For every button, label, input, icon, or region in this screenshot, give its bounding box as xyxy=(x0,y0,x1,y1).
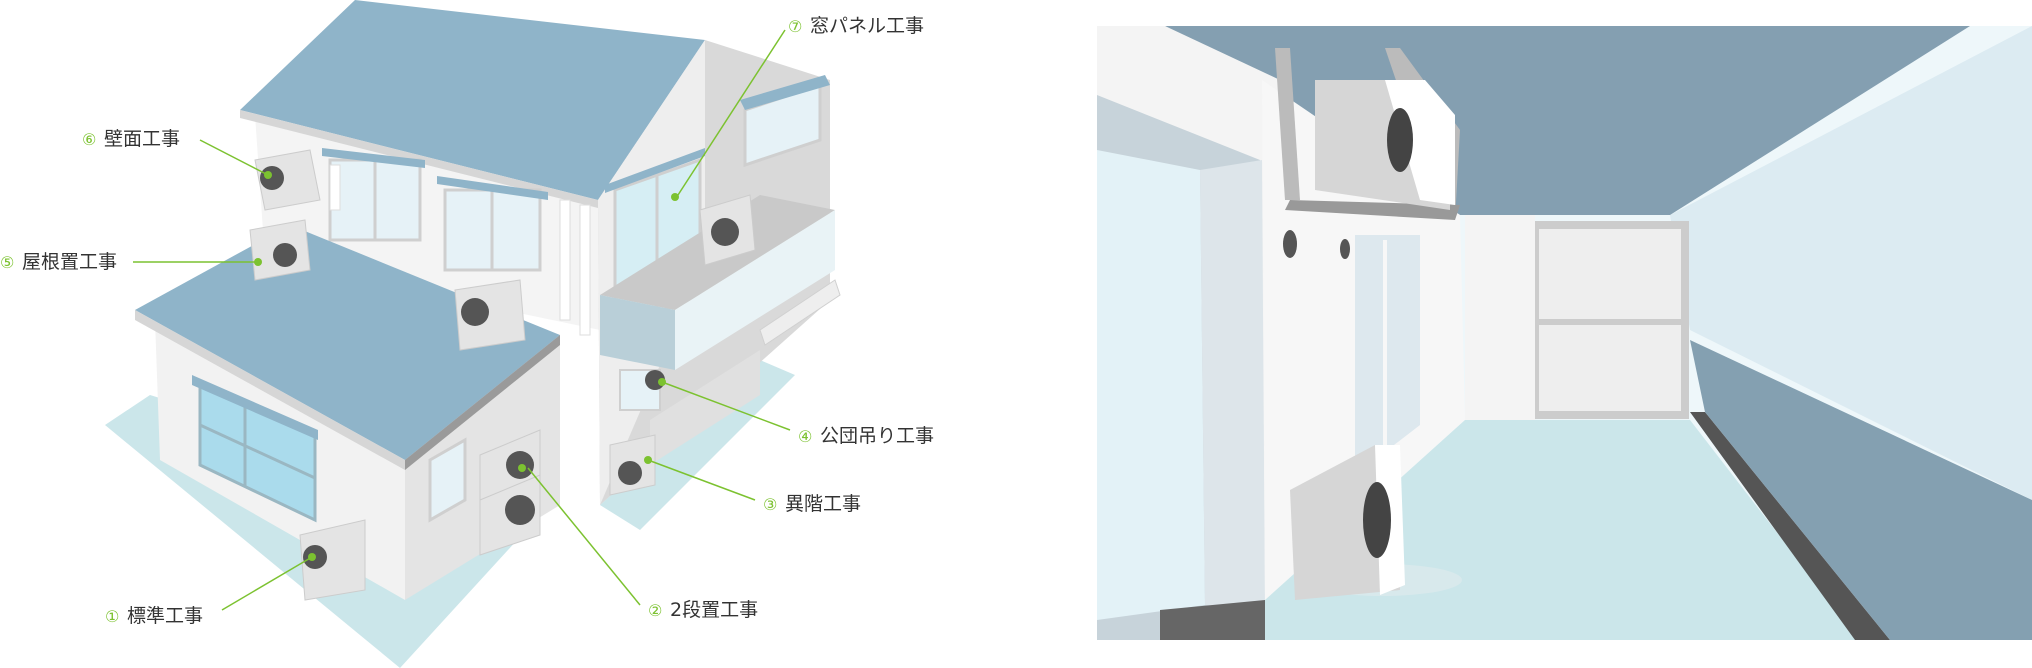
lower-roof-edge xyxy=(135,310,405,470)
green-dot-marker-icon xyxy=(254,258,262,266)
svg-text:②: ② xyxy=(648,601,662,620)
label-7: ⑦ 窓パネル工事 xyxy=(788,15,924,37)
sky xyxy=(1670,26,2032,500)
vent-hole-1 xyxy=(1283,230,1297,258)
svg-text:⑤: ⑤ xyxy=(0,253,14,272)
ac-unit-roof-2 xyxy=(454,279,526,351)
ac-unit-stacked xyxy=(479,429,541,556)
drain-pipes xyxy=(329,164,591,336)
right-wall xyxy=(1690,340,2032,640)
svg-text:屋根置工事: 屋根置工事 xyxy=(22,251,117,273)
label-3: ③ 異階工事 xyxy=(763,493,861,515)
upper-roof xyxy=(240,0,705,200)
vent-hole-2 xyxy=(1340,239,1350,259)
porch xyxy=(759,279,841,346)
svg-text:2段置工事: 2段置工事 xyxy=(670,599,758,621)
floor-ac-unit xyxy=(1290,445,1462,600)
ac-unit-wall xyxy=(254,149,321,211)
left-window xyxy=(1097,150,1205,620)
svg-text:①: ① xyxy=(105,607,119,626)
green-dot-marker-icon xyxy=(658,378,666,386)
label-5: ⑤ 屋根置工事 xyxy=(0,251,117,273)
svg-text:異階工事: 異階工事 xyxy=(785,493,861,515)
ceiling xyxy=(1165,26,1970,215)
label-2: ② 2段置工事 xyxy=(648,599,758,621)
green-dot-marker-icon xyxy=(264,171,272,179)
floor-edge-left xyxy=(1160,600,1265,640)
upper-windows xyxy=(322,148,548,272)
svg-text:⑥: ⑥ xyxy=(82,130,96,149)
balcony-side xyxy=(675,210,835,370)
ac-unit-roof xyxy=(249,219,311,281)
green-dot-marker-icon xyxy=(518,464,526,472)
label-1: ① 標準工事 xyxy=(105,605,203,627)
green-dot-marker-icon xyxy=(644,456,652,464)
green-dot-marker-icon xyxy=(671,193,679,201)
lower-roof-side-edge xyxy=(405,335,560,470)
floor-edge-right xyxy=(1690,412,1890,640)
balcony-front xyxy=(600,295,675,370)
svg-text:⑦: ⑦ xyxy=(788,17,802,36)
hanging-ac-unit xyxy=(1275,48,1460,220)
label-6: ⑥ 壁面工事 xyxy=(82,128,180,150)
svg-text:④: ④ xyxy=(798,427,812,446)
svg-text:公団吊り工事: 公団吊り工事 xyxy=(820,425,934,447)
lower-roof xyxy=(135,225,560,460)
ac-unit-different-floor xyxy=(609,434,656,496)
svg-text:壁面工事: 壁面工事 xyxy=(104,128,180,150)
house-illustration: ⑦ 窓パネル工事 ⑥ 壁面工事 ⑤ 屋根置工事 ④ 公団吊り工事 ③ 異階工事 … xyxy=(0,0,934,668)
svg-text:標準工事: 標準工事 xyxy=(127,605,203,627)
marker-dots xyxy=(254,171,679,561)
leader-lines xyxy=(133,29,791,611)
ac-unit-balcony xyxy=(699,194,756,266)
doorway xyxy=(1355,235,1420,475)
label-4: ④ 公団吊り工事 xyxy=(798,425,934,447)
svg-text:窓パネル工事: 窓パネル工事 xyxy=(810,15,924,37)
green-dot-marker-icon xyxy=(308,553,316,561)
svg-text:③: ③ xyxy=(763,495,777,514)
balcony-perspective xyxy=(1097,26,2032,640)
side-window xyxy=(428,437,467,523)
